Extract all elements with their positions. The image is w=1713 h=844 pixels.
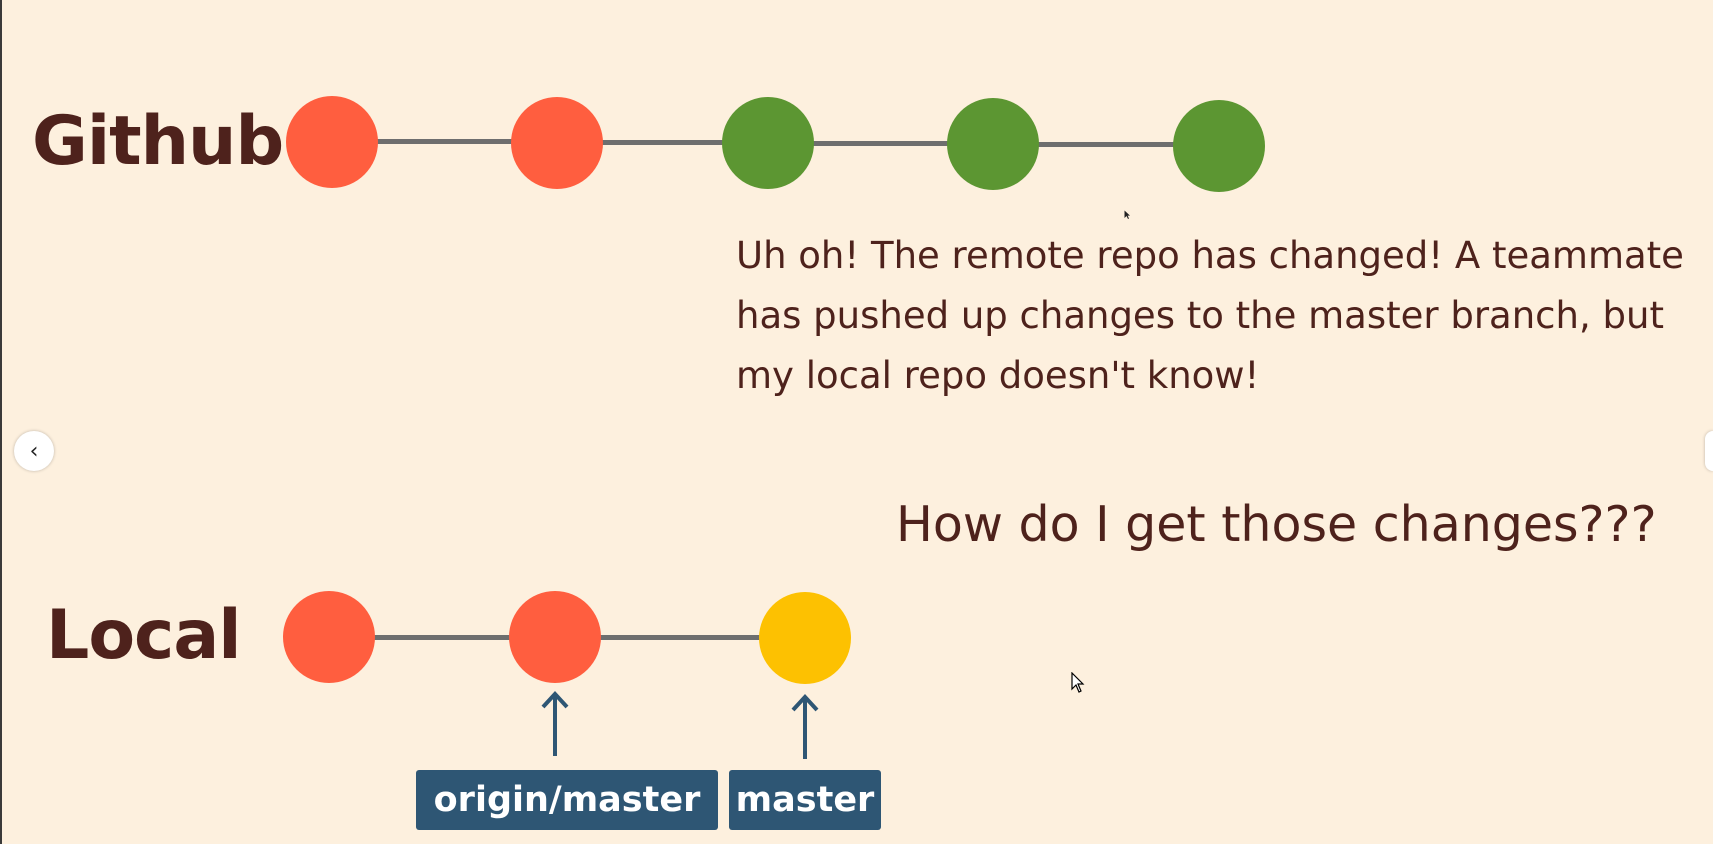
local-link-1	[366, 635, 556, 640]
local-commit-3	[759, 592, 851, 684]
window-edge	[0, 0, 2, 844]
origin-master-tag: origin/master	[416, 770, 718, 830]
master-arrow-icon	[791, 694, 819, 759]
local-link-2	[596, 635, 776, 640]
previous-slide-button[interactable]: ‹	[14, 431, 54, 471]
small-pointer-icon	[1124, 210, 1130, 219]
remote-link-4	[1036, 142, 1226, 147]
remote-commit-2	[511, 97, 603, 189]
question-note: How do I get those changes???	[896, 496, 1657, 553]
github-label: Github	[32, 102, 284, 181]
origin-master-arrow-icon	[541, 691, 569, 756]
local-commit-2	[509, 591, 601, 683]
master-tag: master	[729, 770, 881, 830]
remote-commit-1	[286, 96, 378, 188]
remote-commit-5	[1173, 100, 1265, 192]
remote-link-2	[600, 140, 770, 145]
remote-changed-note: Uh oh! The remote repo has changed! A te…	[736, 234, 1684, 397]
remote-link-1	[370, 139, 556, 144]
local-label: Local	[46, 596, 242, 675]
remote-commit-3	[722, 97, 814, 189]
next-slide-button[interactable]	[1705, 431, 1713, 471]
chevron-left-icon: ‹	[29, 438, 39, 464]
local-commit-1	[283, 591, 375, 683]
mouse-pointer-icon	[1071, 672, 1085, 693]
remote-commit-4	[947, 98, 1039, 190]
remote-link-3	[812, 141, 992, 146]
